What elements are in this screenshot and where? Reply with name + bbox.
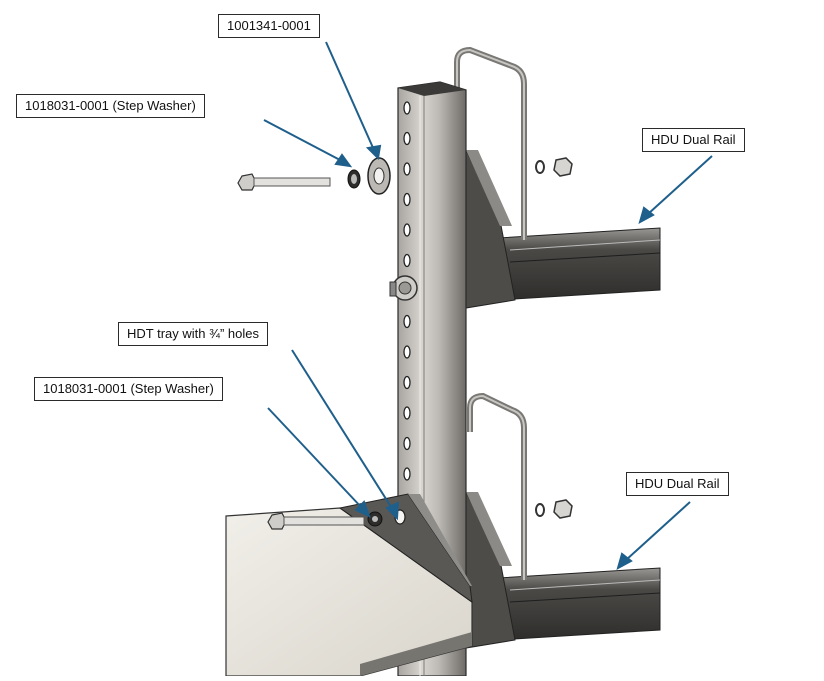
leader-hdu-rail-bottom [625, 501, 691, 561]
upper-washer-part [367, 157, 391, 195]
lower-dual-rail [497, 567, 661, 641]
post-mounted-nut [389, 275, 418, 301]
post-hole [403, 131, 411, 146]
upper-nut-washer [535, 157, 573, 177]
post-hole [403, 192, 411, 207]
post-hole [403, 375, 411, 390]
leader-step-washer-bottom [267, 407, 363, 509]
lower-rail-bracket [465, 491, 516, 649]
upper-bolt [237, 173, 331, 191]
post-hole [403, 314, 411, 329]
upper-step-washer-part [347, 169, 361, 189]
post-hole [403, 253, 411, 268]
callout-step-washer-top: 1018031-0001 (Step Washer) [16, 94, 205, 118]
callout-hdu-rail-bottom: HDU Dual Rail [626, 472, 729, 496]
lower-u-bolt [467, 392, 527, 580]
leader-part-number-top [325, 41, 375, 151]
lower-step-washer-part [367, 511, 383, 527]
post-hole [403, 162, 411, 176]
lower-nut-washer [535, 499, 573, 519]
callout-hdu-rail-top: HDU Dual Rail [642, 128, 745, 152]
leader-hdu-rail-top [647, 155, 713, 215]
lower-bolt [267, 512, 365, 530]
upper-rail-bracket [465, 149, 516, 309]
leader-step-washer-top [263, 119, 341, 161]
post-hole [403, 101, 411, 115]
callout-hdt-tray: HDT tray with ¾” holes [118, 322, 268, 346]
leader-lines [263, 41, 713, 571]
post-hole [403, 467, 411, 481]
post-hole [403, 223, 411, 237]
post-hole [403, 406, 411, 420]
post-hole [403, 436, 411, 451]
post-hole [403, 345, 411, 359]
leader-hdt-tray [291, 349, 394, 511]
callout-part-number-top: 1001341-0001 [218, 14, 320, 38]
callout-step-washer-bottom: 1018031-0001 (Step Washer) [34, 377, 223, 401]
